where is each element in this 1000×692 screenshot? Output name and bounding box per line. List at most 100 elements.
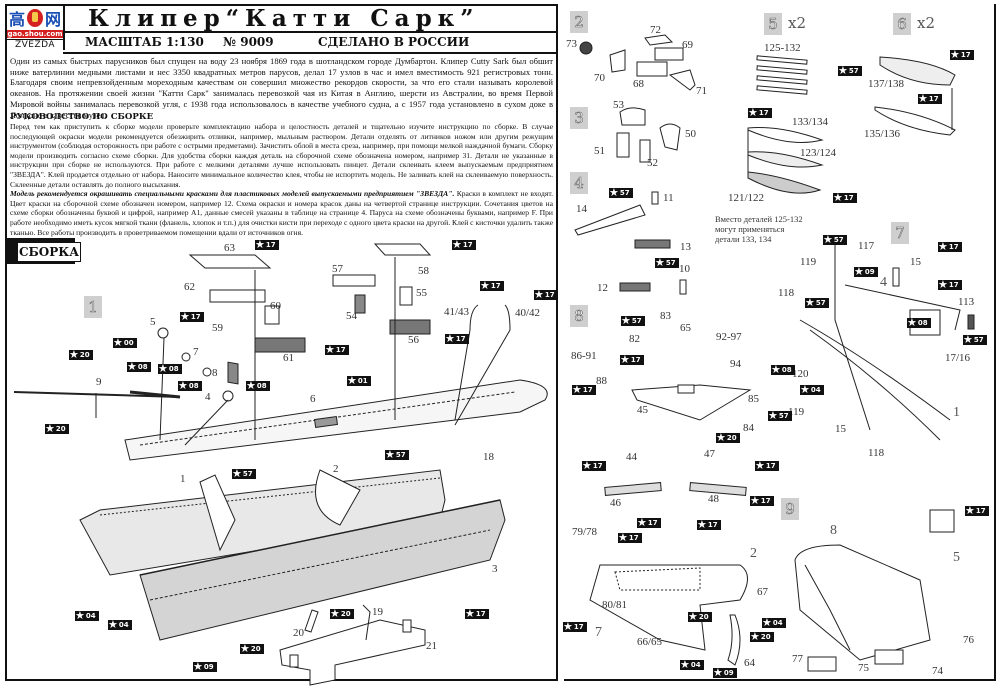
paint-tag: ★09 (713, 667, 737, 678)
part-label: 6 (310, 393, 316, 405)
step-6-badge: 6 (893, 13, 911, 35)
step5-boat-parts (747, 55, 824, 194)
paint-tag: ★17 (534, 289, 558, 300)
step-1-badge: 1 (84, 296, 102, 318)
paint-tag: ★17 (637, 517, 661, 528)
step8-deck-assembly (589, 384, 752, 666)
watermark-url: gao.shou.com (7, 30, 63, 38)
step-8-badge: 8 (570, 305, 588, 327)
part-label: 74 (932, 665, 943, 677)
part-label: 8 (212, 367, 218, 379)
part-label: 10 (679, 263, 690, 275)
kit-number: № 9009 (223, 35, 274, 49)
guide-paragraph-1: Перед тем как приступить к сборке модели… (10, 122, 553, 189)
paint-tag: ★17 (582, 460, 606, 471)
note-line: детали 133, 134 (715, 234, 772, 244)
step-9-badge: 9 (781, 498, 799, 520)
deck-part-6 (124, 379, 548, 461)
part-label: 113 (958, 296, 975, 308)
part-label: 15 (835, 423, 846, 435)
paint-tag: ★20 (69, 349, 93, 360)
hull-part-3 (139, 499, 506, 641)
part-label: 2 (750, 546, 757, 561)
part-label: 21 (426, 640, 437, 652)
step-2-badge: 2 (570, 11, 588, 33)
part-label: 4 (205, 391, 211, 403)
part-label: 20 (293, 627, 304, 639)
part-label: 7 (595, 625, 602, 640)
part-label: 15 (910, 256, 921, 268)
paint-tag: ★17 (750, 495, 774, 506)
part-label: 7 (193, 346, 199, 358)
part-label: 52 (647, 157, 658, 169)
part-label: 63 (224, 242, 235, 254)
part-label: 71 (696, 85, 707, 97)
paint-tag: ★57 (621, 315, 645, 326)
paint-tag: ★17 (618, 532, 642, 543)
paint-tag: ★17 (748, 107, 772, 118)
paint-tag: ★04 (680, 659, 704, 670)
deckhouse-parts (188, 243, 511, 440)
paint-tag: ★17 (950, 49, 974, 60)
part-label: 58 (418, 265, 429, 277)
part-label: 70 (594, 72, 605, 84)
paint-tag: ★20 (330, 608, 354, 619)
paint-tag: ★20 (750, 631, 774, 642)
paint-tag: ★17 (965, 505, 989, 516)
part-label: 66/65 (637, 636, 663, 648)
paint-tag: ★17 (938, 279, 962, 290)
paint-tag: ★57 (823, 234, 847, 245)
paint-tag: ★57 (609, 187, 633, 198)
part-label: 88 (596, 375, 607, 387)
paint-tag: ★17 (465, 608, 489, 619)
step9-bow-assembly (794, 509, 955, 672)
paint-tag: ★01 (347, 375, 371, 386)
part-label: 117 (858, 240, 875, 252)
paint-tag: ★08 (178, 380, 202, 391)
paint-tag: ★17 (325, 344, 349, 355)
watermark-char-1: 高 (9, 10, 26, 29)
thumb-icon (27, 9, 43, 27)
paint-tag: ★57 (655, 257, 679, 268)
paint-tag: ★04 (75, 610, 99, 621)
step3-parts (616, 107, 681, 163)
part-label: 76 (963, 634, 974, 646)
step-6-multiplier: x2 (917, 14, 936, 32)
paint-tag: ★57 (838, 65, 862, 76)
paint-tag: ★09 (193, 661, 217, 672)
paint-tag: ★57 (385, 449, 409, 460)
part-label: 83 (660, 310, 671, 322)
part-label: 60 (270, 300, 281, 312)
part-label: 19 (372, 606, 383, 618)
paint-tag: ★17 (480, 280, 504, 291)
small-parts-step1 (157, 327, 234, 446)
document-title: Клипер“Катти Сарк” (88, 5, 480, 32)
paint-tag: ★08 (158, 363, 182, 374)
part-label: 92-97 (716, 331, 742, 343)
step2-parts (579, 34, 696, 91)
part-label: 73 (566, 38, 577, 50)
part-label: 57 (332, 263, 343, 275)
part-label: 94 (730, 358, 741, 370)
zvezda-logo: 高 网 gao.shou.com ZVEZDA (7, 6, 65, 50)
part-label: 18 (483, 451, 494, 463)
paint-tag: ★17 (563, 621, 587, 632)
step-7-badge: 7 (891, 222, 909, 244)
part-label: 59 (212, 322, 223, 334)
part-label: 121/122 (728, 192, 765, 204)
part-label: 119 (788, 406, 805, 418)
part-label: 48 (708, 493, 719, 505)
paint-tag: ★17 (938, 241, 962, 252)
part-label: 61 (283, 352, 294, 364)
paint-tag: ★20 (716, 432, 740, 443)
paint-tag: ★00 (113, 337, 137, 348)
brand-name: ZVEZDA (7, 39, 63, 51)
paint-tag: ★17 (620, 354, 644, 365)
part-label: 68 (633, 78, 644, 90)
paint-tag: ★17 (572, 384, 596, 395)
note-line: могут применяться (715, 224, 785, 234)
kit-info-row: МАСШТАБ 1:130 № 9009 СДЕЛАНО В РОССИИ (63, 31, 558, 54)
part-label: 5 (953, 550, 960, 565)
part-label: 123/124 (800, 147, 837, 159)
